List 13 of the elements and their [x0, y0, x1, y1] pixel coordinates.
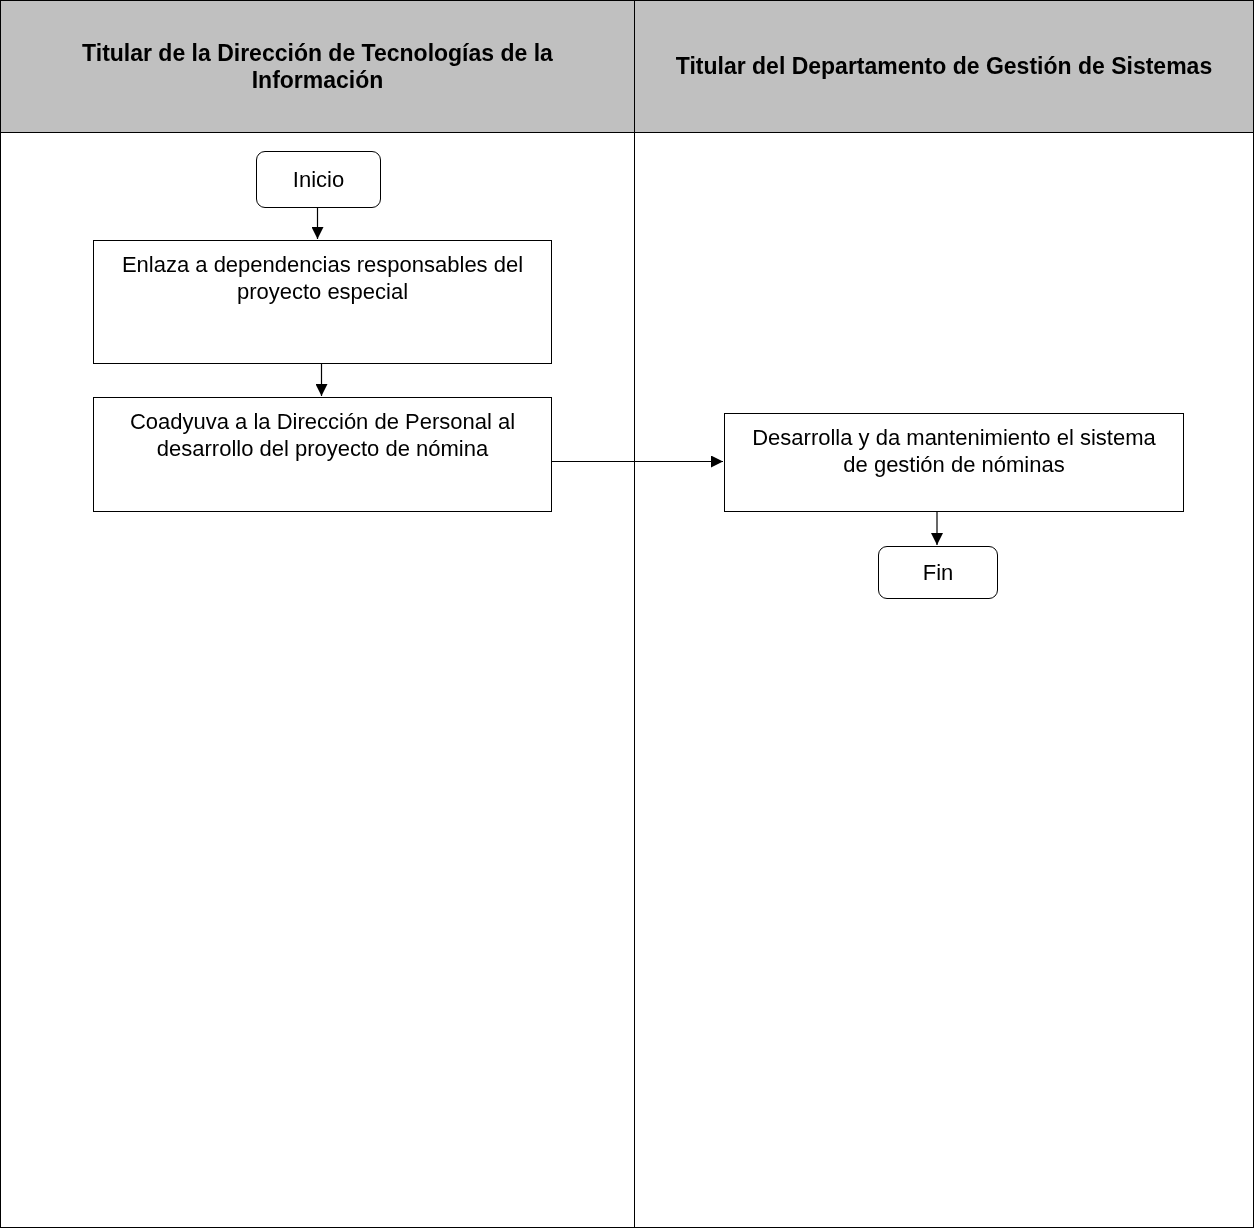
arrow	[550, 455, 724, 468]
process-box: Desarrolla y da mantenimiento el sistema de gestión de nóminas	[724, 413, 1184, 512]
terminal-box: Fin	[878, 546, 998, 599]
terminal-box: Inicio	[256, 151, 381, 208]
lane-header: Titular de la Dirección de Tecnologías de la Información	[1, 1, 634, 133]
arrow	[931, 510, 943, 546]
arrow	[311, 206, 324, 240]
process-box: Enlaza a dependencias responsables del proyecto especial	[93, 240, 552, 364]
process-box: Coadyuva a la Dirección de Personal al desarrollo del proyecto de nómina	[93, 397, 552, 512]
lane-header: Titular del Departamento de Gestión de Sistemas	[635, 1, 1253, 133]
arrow	[315, 362, 328, 397]
swimlane	[634, 0, 1254, 1228]
swimlane	[0, 0, 635, 1228]
